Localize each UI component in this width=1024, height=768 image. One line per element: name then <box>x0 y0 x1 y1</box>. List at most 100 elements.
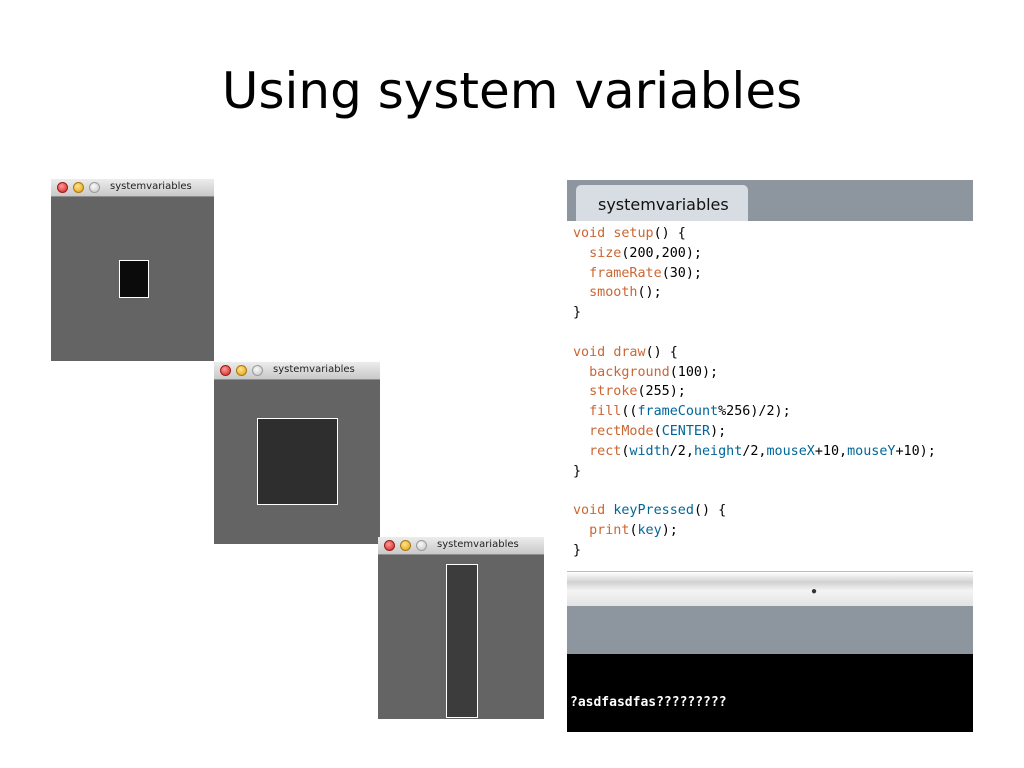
code-token-var: width <box>629 443 670 459</box>
code-line <box>573 323 973 343</box>
code-token-plain: () { <box>693 503 727 519</box>
split-divider[interactable]: ● <box>567 571 973 606</box>
code-line: } <box>573 462 973 482</box>
code-token-plain <box>573 404 589 419</box>
code-line: fill((frameCount%256)/2); <box>573 402 973 422</box>
code-area[interactable]: void setup() { size(200,200); frameRate(… <box>573 224 973 561</box>
code-token-fn: rect <box>589 443 622 459</box>
code-line: void keyPressed() { <box>573 501 973 521</box>
code-token-kw: void <box>573 503 614 519</box>
code-token-plain: /2, <box>742 443 767 459</box>
code-line <box>573 481 973 501</box>
code-token-var: mouseX <box>766 443 815 459</box>
code-token-plain: } <box>573 305 582 321</box>
sketch-window-2: systemvariables <box>214 362 380 544</box>
sketch-window-1: systemvariables <box>51 179 214 361</box>
minimize-icon[interactable] <box>400 540 411 551</box>
code-line: print(key); <box>573 521 973 541</box>
zoom-icon[interactable] <box>252 365 263 376</box>
code-token-fn: setup <box>613 226 654 241</box>
code-line: void draw() { <box>573 343 973 363</box>
code-token-plain: ); <box>710 423 727 439</box>
code-token-plain: ( <box>621 443 630 459</box>
code-token-fn: draw <box>613 344 646 360</box>
code-token-var: frameCount <box>637 404 719 420</box>
code-line: stroke(255); <box>573 382 973 402</box>
sketch-canvas[interactable] <box>214 380 380 544</box>
code-token-plain <box>573 246 589 261</box>
window-title: systemvariables <box>437 539 519 550</box>
code-token-plain <box>573 365 589 380</box>
tab-bar: systemvariables <box>567 180 973 221</box>
code-token-var: mouseY <box>847 443 896 459</box>
close-icon[interactable] <box>384 540 395 551</box>
code-token-plain <box>573 266 589 281</box>
code-line: } <box>573 541 973 561</box>
code-token-plain <box>573 523 589 538</box>
window-titlebar[interactable]: systemvariables <box>51 179 214 197</box>
code-token-fn: frameRate <box>589 265 662 281</box>
code-token-plain: (100); <box>669 364 719 380</box>
code-token-var: height <box>693 443 743 459</box>
code-token-fn: background <box>589 364 670 380</box>
code-line: rectMode(CENTER); <box>573 422 973 442</box>
code-line: background(100); <box>573 363 973 383</box>
window-titlebar[interactable]: systemvariables <box>214 362 380 380</box>
minimize-icon[interactable] <box>73 182 84 193</box>
tab-systemvariables[interactable]: systemvariables <box>576 185 748 221</box>
code-token-plain: (( <box>621 404 638 420</box>
window-titlebar[interactable]: systemvariables <box>378 537 544 555</box>
close-icon[interactable] <box>220 365 231 376</box>
sketch-canvas[interactable] <box>51 197 214 361</box>
code-line: smooth(); <box>573 283 973 303</box>
code-token-fn: size <box>589 245 622 261</box>
window-title: systemvariables <box>273 364 355 375</box>
code-token-kw: void <box>573 344 614 360</box>
close-icon[interactable] <box>57 182 68 193</box>
drag-handle-icon[interactable]: ● <box>811 586 818 597</box>
sketch-window-3: systemvariables <box>378 537 544 719</box>
code-token-plain: (); <box>637 285 662 301</box>
code-token-plain <box>573 444 589 459</box>
code-token-plain: +10); <box>895 443 936 459</box>
console-area[interactable]: ?asdfasdfas????????? <box>567 654 973 732</box>
code-token-var: CENTER <box>661 423 711 439</box>
code-token-var: keyPressed <box>613 503 694 519</box>
code-token-fn: smooth <box>589 285 638 301</box>
code-token-plain: () { <box>653 226 686 241</box>
sketch-canvas[interactable] <box>378 555 544 719</box>
drawn-rectangle <box>257 418 338 505</box>
code-token-plain: } <box>573 463 582 479</box>
code-token-fn: stroke <box>589 384 638 400</box>
minimize-icon[interactable] <box>236 365 247 376</box>
code-token-plain: (200,200); <box>621 245 702 261</box>
code-line: rect(width/2,height/2,mouseX+10,mouseY+1… <box>573 442 973 462</box>
code-token-fn: print <box>589 522 630 538</box>
code-line: } <box>573 303 973 323</box>
code-token-plain <box>573 424 589 439</box>
code-token-kw: void <box>573 226 614 241</box>
code-token-plain <box>573 285 589 300</box>
code-token-plain: ( <box>629 522 638 538</box>
zoom-icon[interactable] <box>416 540 427 551</box>
code-token-fn: fill <box>589 404 622 420</box>
console-output: ?asdfasdfas????????? <box>570 695 727 710</box>
code-token-plain: +10, <box>814 443 848 459</box>
code-token-plain: ); <box>661 522 678 538</box>
code-line: frameRate(30); <box>573 264 973 284</box>
status-bar <box>567 606 973 654</box>
code-token-var: key <box>637 522 662 538</box>
code-token-plain: (30); <box>661 265 702 281</box>
code-token-plain: %256)/2); <box>718 404 791 420</box>
code-line: size(200,200); <box>573 244 973 264</box>
code-editor-window: systemvariables void setup() { size(200,… <box>567 180 973 732</box>
slide-title: Using system variables <box>221 62 803 120</box>
drawn-rectangle <box>119 260 149 298</box>
zoom-icon[interactable] <box>89 182 100 193</box>
code-token-plain: (255); <box>637 384 686 400</box>
code-line: void setup() { <box>573 224 973 244</box>
code-token-plain: } <box>573 542 582 558</box>
code-token-plain: () { <box>645 344 678 360</box>
code-token-plain: ( <box>653 423 662 439</box>
code-token-plain <box>573 384 589 399</box>
